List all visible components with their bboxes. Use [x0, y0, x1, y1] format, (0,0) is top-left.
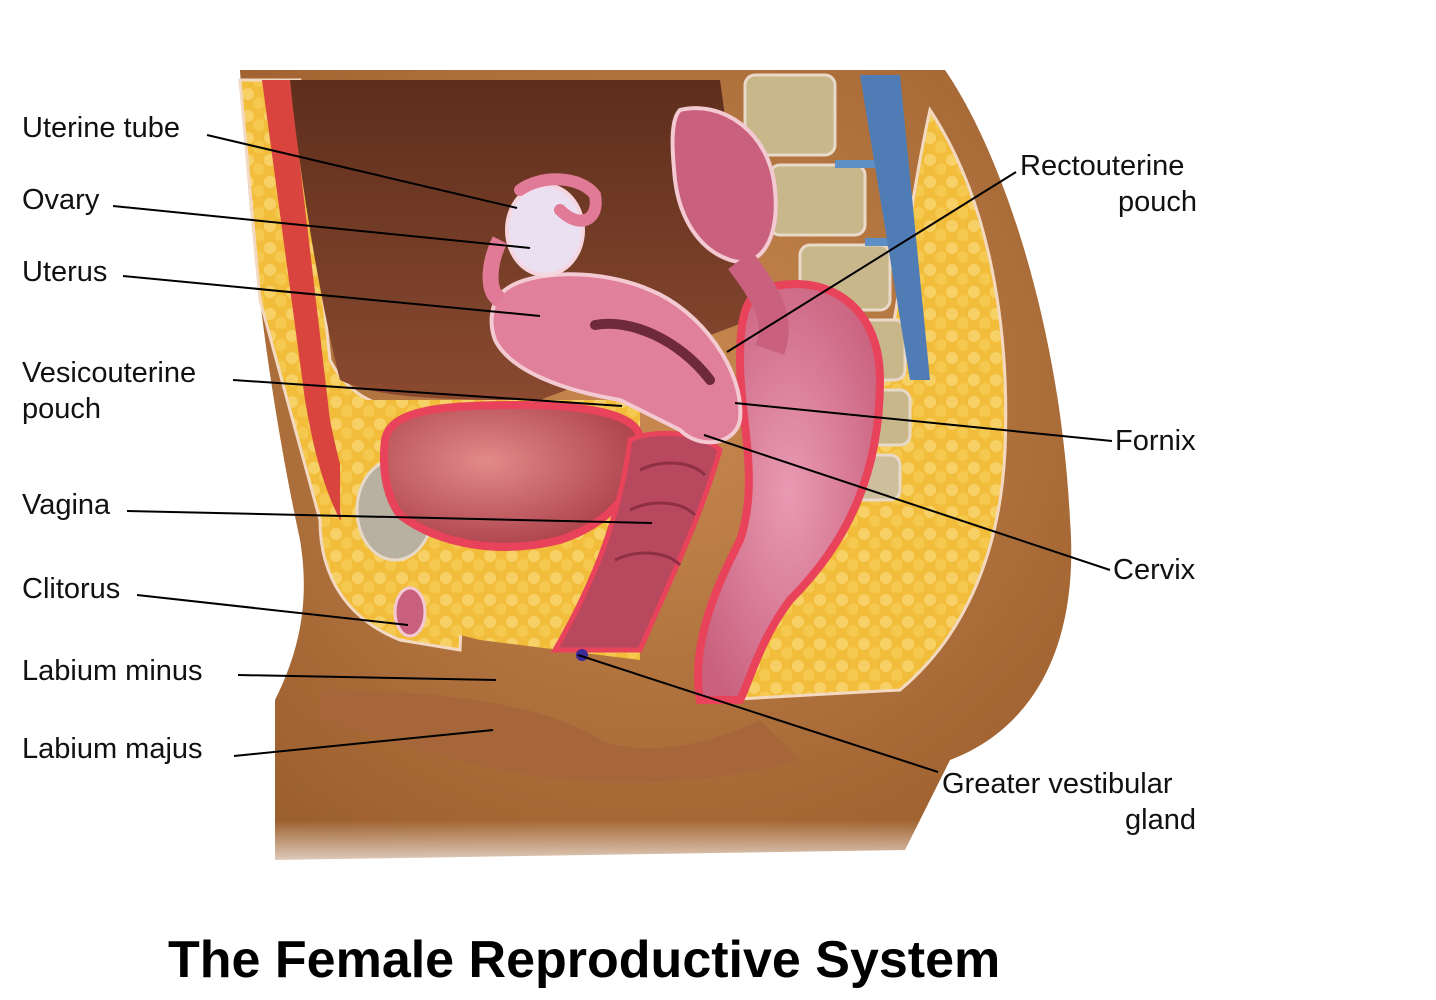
label-uterus: Uterus: [22, 256, 108, 288]
label-cervix: Cervix: [1113, 554, 1196, 586]
leader-uterine-tube: [206, 134, 518, 209]
label-ovary: Ovary: [22, 184, 100, 216]
leader-ovary: [112, 205, 531, 249]
label-vesicouterine-line1: Vesicouterine: [22, 357, 197, 389]
leader-greater-vestibular: [577, 654, 939, 773]
label-uterine-tube: Uterine tube: [22, 112, 180, 144]
diagram-title: The Female Reproductive System: [168, 931, 1001, 989]
label-greater-vestibular-line2: gland: [1125, 804, 1196, 836]
greater-vestibular-gland: [576, 649, 588, 661]
uterus: [489, 272, 743, 445]
label-clitorus: Clitorus: [22, 573, 121, 605]
label-fornix: Fornix: [1115, 425, 1196, 457]
leader-labium-minus: [237, 674, 497, 681]
abdominal-muscle: [262, 80, 360, 520]
leader-vesicouterine: [232, 379, 623, 407]
leader-lines: [112, 134, 1113, 773]
leader-cervix: [703, 434, 1111, 571]
labium-majus-shape: [320, 690, 800, 783]
label-rectouterine-line2: pouch: [1118, 186, 1198, 218]
clitoris: [393, 586, 427, 638]
leader-uterus: [122, 275, 541, 317]
leader-labium-majus: [233, 729, 494, 757]
uterine-tube: [514, 173, 602, 227]
leader-fornix: [734, 402, 1113, 442]
label-labium-minus: Labium minus: [22, 655, 203, 687]
leader-rectouterine: [726, 171, 1017, 353]
label-vesicouterine-line2: pouch: [22, 393, 102, 425]
label-vagina: Vagina: [22, 489, 111, 521]
label-rectouterine-line1: Rectouterine: [1020, 150, 1185, 182]
uterine-cavity: [590, 318, 715, 385]
label-labium-majus: Labium majus: [22, 733, 203, 765]
ovary: [505, 183, 585, 277]
leader-vagina: [126, 510, 653, 524]
leader-clitorus: [136, 594, 409, 626]
label-greater-vestibular-line1: Greater vestibular: [942, 768, 1173, 800]
posterior-fat-layer: [717, 106, 1008, 702]
